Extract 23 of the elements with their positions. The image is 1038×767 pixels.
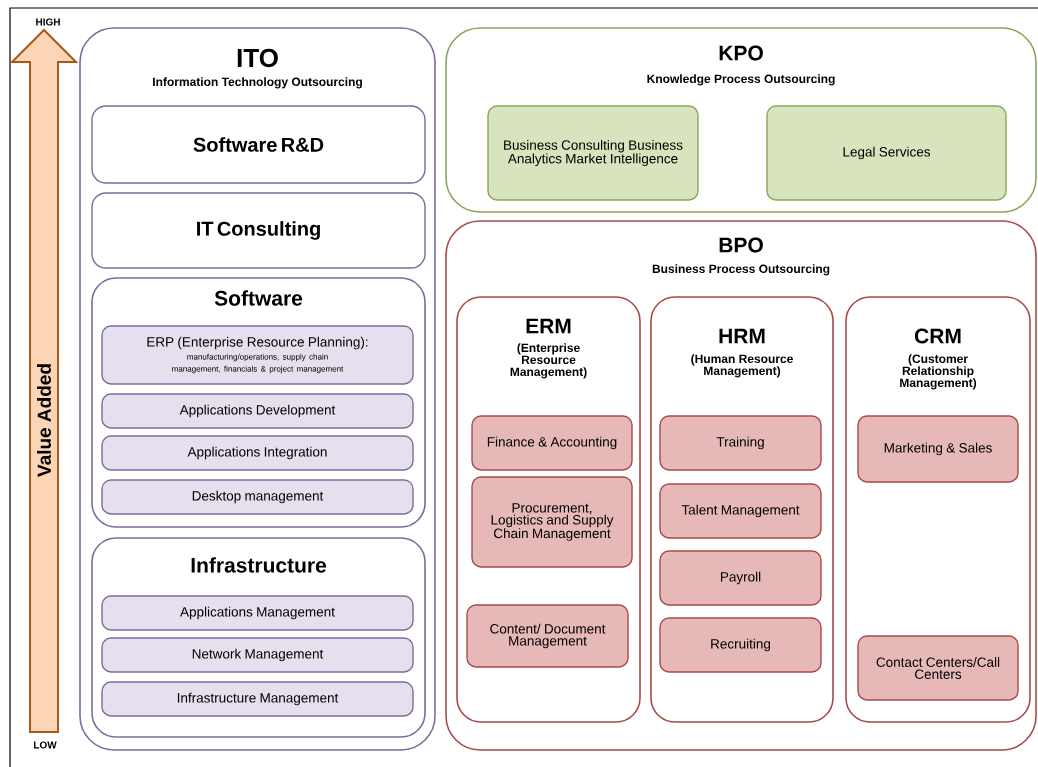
service-box: Content/ Document Management	[466, 604, 629, 668]
service-box: Desktop management	[101, 479, 414, 515]
service-box: Network Management	[101, 637, 414, 673]
service-box: Business Consulting Business Analytics Market Intelligence	[487, 105, 699, 201]
service-box: Finance & Accounting	[471, 415, 633, 471]
service-box: Procurement, Logistics and Supply Chain Management	[471, 476, 633, 568]
service-box: Applications Development	[101, 393, 414, 429]
service-box: Payroll	[659, 550, 822, 606]
service-box: Infrastructure Management	[101, 681, 414, 717]
service-box: Recruiting	[659, 617, 822, 673]
service-box: ERP (Enterprise Resource Planning): manufacturing/operations, supply chain management, financials & project management	[101, 325, 414, 385]
service-box: Software R&D	[91, 105, 426, 184]
axis-label: Value Added	[37, 364, 51, 477]
axis-end-label: HIGH	[36, 18, 60, 26]
service-box: Marketing & Sales	[857, 415, 1019, 483]
service-box: Applications Integration	[101, 435, 414, 471]
service-box: Applications Management	[101, 595, 414, 631]
service-box: Legal Services	[766, 105, 1007, 201]
service-box: Contact Centers/Call Centers	[857, 635, 1019, 701]
service-box: IT Consulting	[91, 192, 426, 269]
axis-end-label: LOW	[34, 741, 57, 749]
service-box: Talent Management	[659, 483, 822, 539]
service-box: Training	[659, 415, 822, 471]
